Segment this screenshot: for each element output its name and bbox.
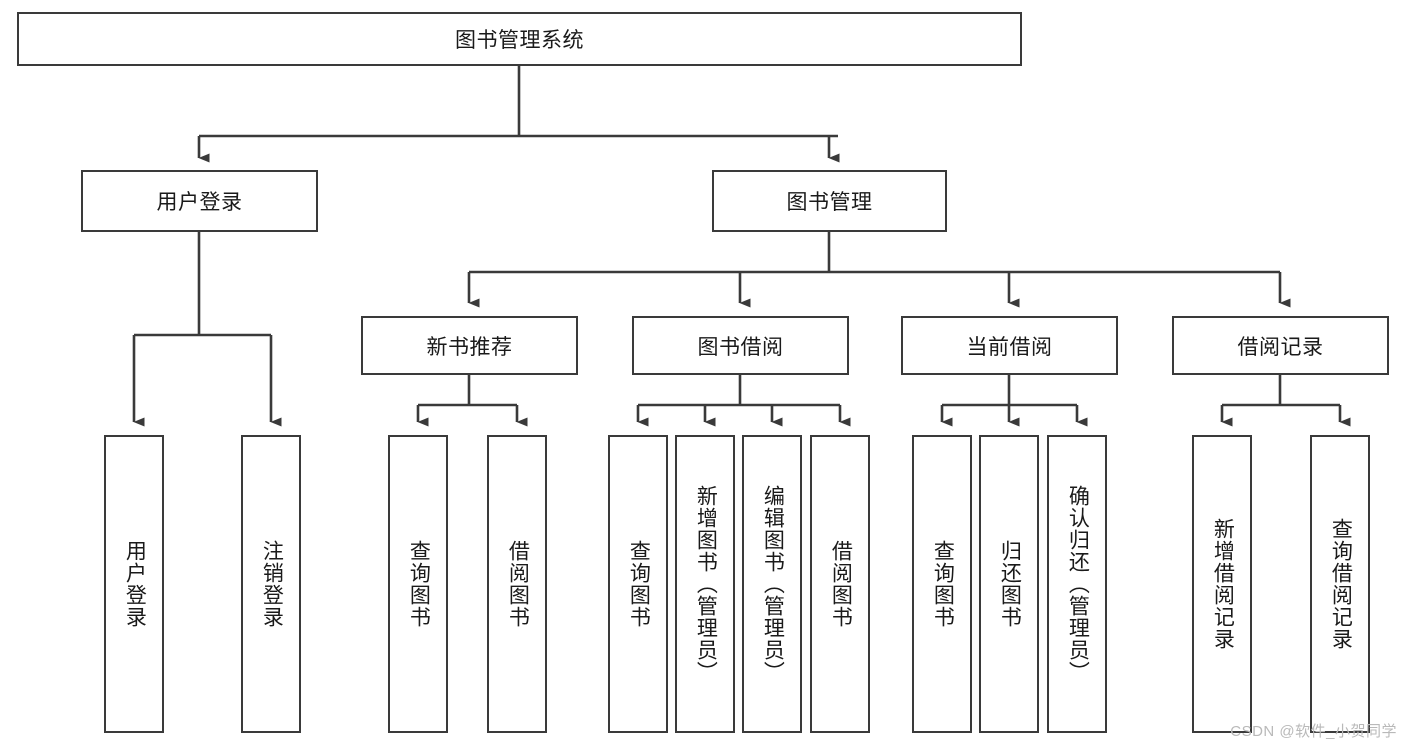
node-user-login[interactable]: 用户登录 — [81, 170, 318, 232]
node-label: 当前借阅 — [966, 335, 1053, 359]
node-label: 用户登录 — [156, 191, 243, 214]
leaf-recommend-borrow-book[interactable]: 借阅图书 — [487, 435, 547, 733]
node-label: 图书借阅 — [697, 335, 784, 359]
node-label: 确认归还（管理员） — [1066, 485, 1090, 683]
node-label: 用户登录 — [123, 540, 147, 628]
node-label: 注销登录 — [260, 540, 284, 628]
leaf-current-return-book[interactable]: 归还图书 — [979, 435, 1039, 733]
node-label: 新书推荐 — [426, 335, 513, 359]
leaf-borrow-add-book-admin[interactable]: 新增图书（管理员） — [675, 435, 735, 733]
node-label: 图书管理系统 — [455, 29, 584, 52]
node-root-system[interactable]: 图书管理系统 — [17, 12, 1022, 66]
leaf-record-add-record[interactable]: 新增借阅记录 — [1192, 435, 1252, 733]
node-borrow-record[interactable]: 借阅记录 — [1172, 316, 1389, 375]
leaf-record-query-record[interactable]: 查询借阅记录 — [1310, 435, 1370, 733]
node-label: 查询图书 — [931, 540, 955, 628]
leaf-current-confirm-return-admin[interactable]: 确认归还（管理员） — [1047, 435, 1107, 733]
leaf-user-login-signin[interactable]: 用户登录 — [104, 435, 164, 733]
node-book-management[interactable]: 图书管理 — [712, 170, 947, 232]
node-label: 新增图书（管理员） — [694, 485, 718, 683]
node-label: 图书管理 — [786, 191, 873, 214]
node-label: 借阅记录 — [1237, 335, 1324, 359]
node-current-borrow[interactable]: 当前借阅 — [901, 316, 1118, 375]
leaf-recommend-query-book[interactable]: 查询图书 — [388, 435, 448, 733]
leaf-current-query-book[interactable]: 查询图书 — [912, 435, 972, 733]
node-new-book-recommend[interactable]: 新书推荐 — [361, 316, 578, 375]
node-label: 新增借阅记录 — [1211, 518, 1235, 650]
node-label: 归还图书 — [998, 540, 1022, 628]
node-label: 查询借阅记录 — [1329, 518, 1353, 650]
node-label: 查询图书 — [407, 540, 431, 628]
leaf-borrow-edit-book-admin[interactable]: 编辑图书（管理员） — [742, 435, 802, 733]
leaf-user-login-signout[interactable]: 注销登录 — [241, 435, 301, 733]
node-label: 查询图书 — [627, 540, 651, 628]
leaf-borrow-borrow-book[interactable]: 借阅图书 — [810, 435, 870, 733]
watermark: CSDN @软件_小贺同学 — [1230, 723, 1397, 740]
node-label: 借阅图书 — [506, 540, 530, 628]
node-book-borrow[interactable]: 图书借阅 — [632, 316, 849, 375]
node-label: 借阅图书 — [829, 540, 853, 628]
node-label: 编辑图书（管理员） — [761, 485, 785, 683]
leaf-borrow-query-book[interactable]: 查询图书 — [608, 435, 668, 733]
